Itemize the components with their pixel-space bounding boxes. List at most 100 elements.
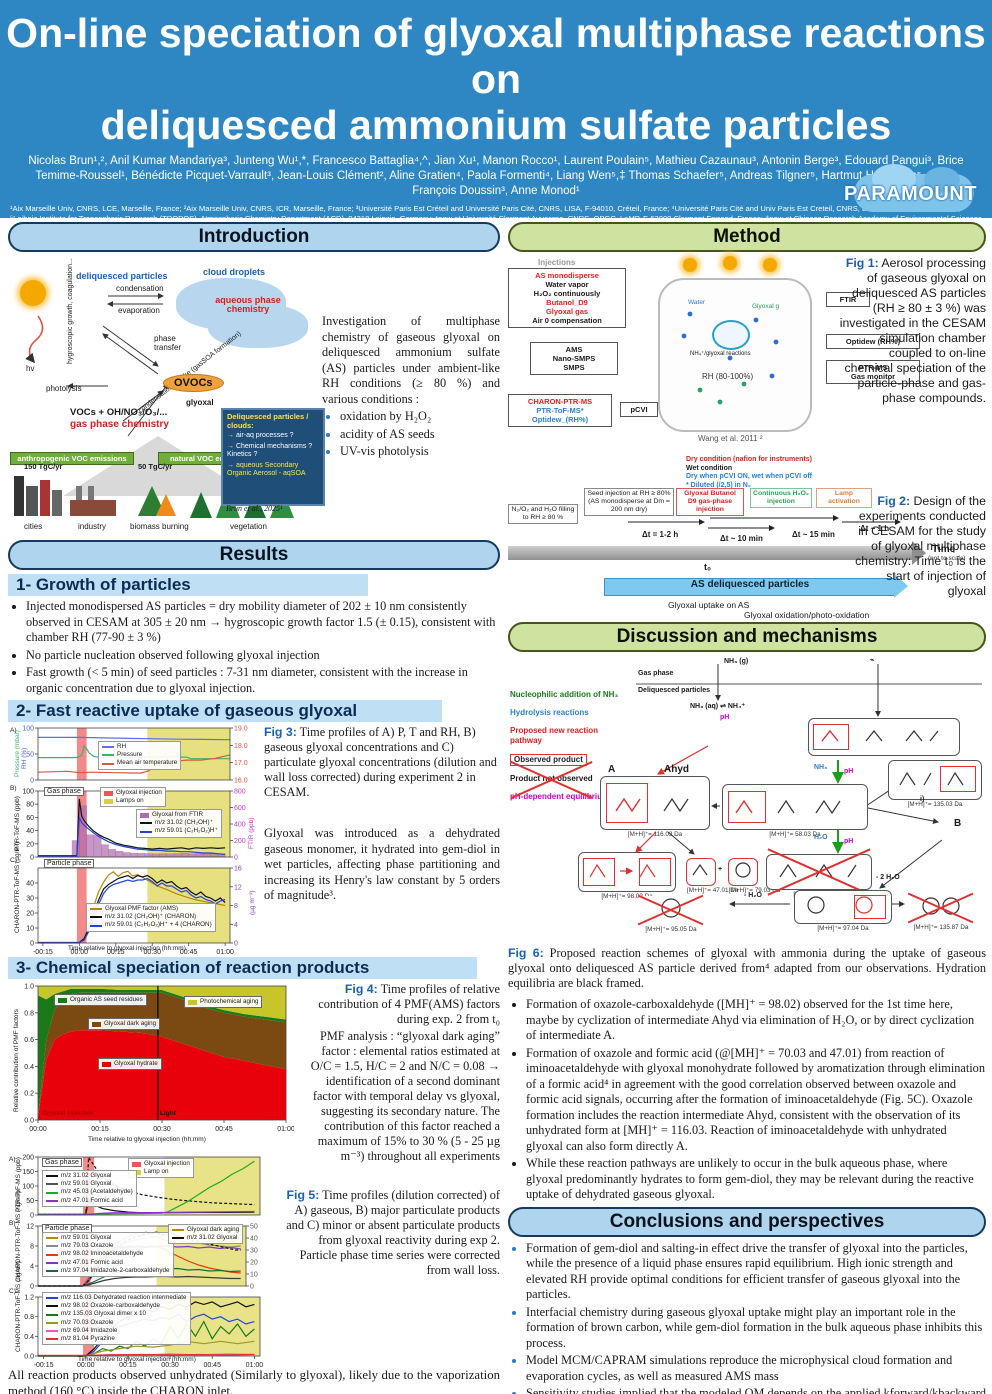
brun-note: Brun et al., 2025¹ — [226, 504, 283, 513]
ph-lbl-2: pH — [844, 768, 854, 775]
svg-text:00:00: 00:00 — [29, 1126, 47, 1133]
ams-box: AMS Nano-SMPS SMPS — [530, 342, 618, 375]
svg-text:00:15: 00:15 — [107, 949, 125, 956]
svg-text:01:00: 01:00 — [277, 1126, 294, 1133]
node-a: A — [608, 764, 616, 775]
cloud-icon — [854, 164, 974, 212]
fig5c-ylabel: CHARON-PTR-ToF-MS (ng/m³) — [15, 1261, 22, 1352]
fig3b-yrlabel: FTIR (ppb) — [248, 817, 255, 849]
time-arrowhead — [912, 541, 926, 565]
fig4-legend-dark: Glyoxal dark aging — [88, 1018, 161, 1031]
cities-label: cities — [24, 522, 43, 531]
svg-text:0.8: 0.8 — [24, 1010, 34, 1017]
tg-cities: 150 TgC/yr — [24, 462, 63, 471]
svg-text:00:00: 00:00 — [77, 1362, 95, 1369]
particle-icon — [712, 320, 750, 350]
ph-label: pH — [720, 714, 730, 721]
tl-h2o2: Continuous H₂O₂ injection — [750, 488, 812, 508]
svg-text:1.2: 1.2 — [24, 1295, 34, 1302]
svg-text:40: 40 — [26, 828, 34, 835]
intro-bullet-3: UV-vis photolysis — [340, 444, 500, 460]
hygro-label: hygroscopic growth, coagulation... — [67, 258, 74, 364]
legend-ph: pH-dependent equilibrium — [510, 792, 610, 801]
svg-text:00:15: 00:15 — [91, 1126, 109, 1133]
svg-text:0: 0 — [250, 1284, 254, 1290]
timeline: N₂/O₂ and H₂O filling to RH ≥ 80 % Seed … — [508, 488, 986, 572]
growth-bullet-3: Fast growth (< 5 min) of seed particles … — [26, 665, 500, 696]
node-i: i) — [920, 796, 925, 803]
svg-text:8: 8 — [234, 903, 238, 910]
intro-bullet-2: acidity of AS seeds — [340, 427, 500, 443]
biomass-label: biomass burning — [130, 522, 189, 531]
svg-text:20: 20 — [250, 1260, 258, 1267]
rh-label: RH (80-100%) — [702, 372, 754, 381]
tl-filling: N₂/O₂ and H₂O filling to RH ≥ 80 % — [508, 504, 578, 524]
svg-text:18.0: 18.0 — [234, 743, 248, 750]
fig5a-tag: A) — [9, 1156, 16, 1163]
left-column: Introduction — [8, 222, 500, 1394]
fig6-caption: Fig 6: Proposed reaction schemes of glyo… — [508, 946, 986, 990]
fig4-legend-hydrate: Glyoxal hydrate — [98, 1058, 162, 1071]
svg-text:600: 600 — [234, 805, 246, 812]
anthropogenic-bar: anthropogenic VOC emissions — [10, 452, 134, 465]
svg-text:50: 50 — [26, 752, 34, 759]
final-note: All reaction products observed unhydrate… — [8, 1368, 500, 1394]
dt4: Δt ~ 1 h — [860, 524, 890, 533]
box-title: Deliquesced particles / clouds: — [227, 412, 309, 430]
svg-text:16: 16 — [234, 866, 242, 873]
plus-sign: + — [718, 866, 723, 873]
gas-phase-label: Gas phase — [638, 670, 674, 677]
fig4-caption: Fig 4: Time profiles of relative contrib… — [304, 982, 500, 1164]
condensation-label: condensation — [116, 284, 164, 293]
svg-text:12: 12 — [26, 1224, 34, 1231]
box-item-1: air-aq processes ? — [235, 432, 294, 439]
ptrms-box: PTR-MS Gas monitor — [826, 360, 920, 384]
mech-box-98: [M+H]⁺= 98.02 Da — [578, 852, 676, 900]
svg-text:0: 0 — [30, 1213, 34, 1219]
conclusion-bullet-2: Interfacial chemistry during gaseous gly… — [526, 1305, 986, 1352]
nh3-lbl-2: H₂O — [814, 834, 828, 841]
discussion-bullet-2: Formation of oxazole and formic acid (@[… — [526, 1046, 986, 1155]
svg-text:00:30: 00:30 — [153, 1126, 171, 1133]
svg-text:01:00: 01:00 — [216, 949, 234, 956]
timeline-arrows — [628, 515, 901, 531]
svg-text:1.0: 1.0 — [24, 984, 34, 991]
nh3-lbl-1: NH₃ — [814, 764, 828, 771]
fig3-xlabel: Time relative to glyoxal injection (hh:m… — [68, 945, 186, 952]
svg-text:0: 0 — [234, 941, 238, 948]
paramount-logo-text: PARAMOUNT — [844, 183, 978, 205]
box-item-3: aqueous Secondary Organic Aerosol - aqSO… — [227, 461, 306, 478]
wang-ref: Wang et al. 2011 ² — [698, 434, 763, 443]
svg-text:30: 30 — [26, 896, 34, 903]
fig5c-tag: C) — [9, 1288, 16, 1295]
deliquesced-label: deliquesced particles — [76, 271, 168, 281]
time-label: Time — [932, 544, 956, 555]
box-item-2: Chemical mechanisms ? Kinetics ? — [227, 442, 313, 459]
mech-legend: Nucleophilic addition of NH₃ Hydrolysis … — [510, 690, 628, 810]
fig1-caption: Fig 1: Aerosol processing of gaseous gly… — [839, 256, 986, 405]
conclusion-bullets: Formation of gem-diol and salting-in eff… — [508, 1241, 986, 1394]
intro-question-box: Deliquesced particles / clouds: → air-aq… — [221, 408, 325, 506]
conclusion-bullet-1: Formation of gem-diol and salting-in eff… — [526, 1241, 986, 1303]
conditions-text: Dry condition (nafion for instruments) W… — [686, 456, 813, 489]
section-method: Method — [508, 222, 986, 252]
fig3-paragraph: Glyoxal was introduced as a dehydrated g… — [264, 826, 500, 902]
mech-box-9505: [M+H]⁺= 95.05 Da — [638, 894, 704, 933]
svg-text:0.2: 0.2 — [24, 1091, 34, 1098]
phase-transfer-label: phase transfer — [154, 334, 182, 352]
section-introduction: Introduction — [8, 222, 500, 252]
ovocs-node: OVOCs — [163, 374, 224, 392]
svg-text:40: 40 — [250, 1236, 258, 1243]
lamp-icon-2 — [723, 256, 737, 270]
intro-paragraph: Investigation of multiphase chemistry of… — [322, 314, 500, 406]
svg-text:00:15: 00:15 — [119, 1362, 137, 1369]
svg-text:0.0: 0.0 — [24, 1118, 34, 1125]
fig4-light-label: Light — [160, 1110, 176, 1117]
tg-biomass: 50 TgC/yr — [138, 462, 173, 471]
svg-text:0: 0 — [30, 855, 34, 861]
gas-phase-chem-label: gas phase chemistry — [70, 419, 169, 430]
vegetation-label: vegetation — [230, 522, 267, 531]
